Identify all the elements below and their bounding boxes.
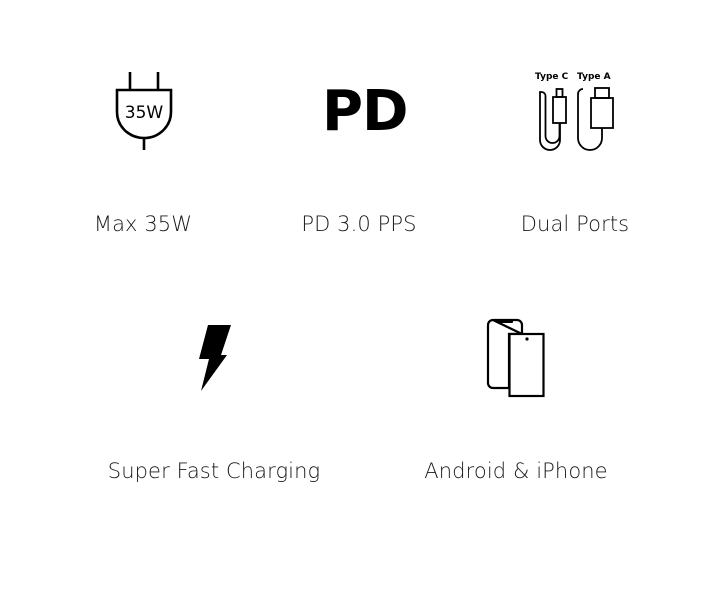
- lightning-bolt-icon: [199, 325, 231, 391]
- type-a-label: Type A: [577, 72, 611, 82]
- feature-label: Android & iPhone: [424, 459, 608, 483]
- phones-icon: [486, 318, 545, 398]
- plug-wattage-text: 35W: [125, 103, 164, 123]
- usb-cables-icon: Type C Type A: [535, 72, 614, 151]
- feature-label: Super Fast Charging: [107, 459, 321, 483]
- plug-icon: 35W: [115, 72, 173, 150]
- type-c-label: Type C: [535, 72, 569, 82]
- feature-label: Dual Ports: [520, 212, 630, 236]
- feature-label: Max 35W: [93, 212, 193, 236]
- pd-logo-icon: PD: [322, 79, 409, 144]
- feature-label: PD 3.0 PPS: [301, 212, 417, 236]
